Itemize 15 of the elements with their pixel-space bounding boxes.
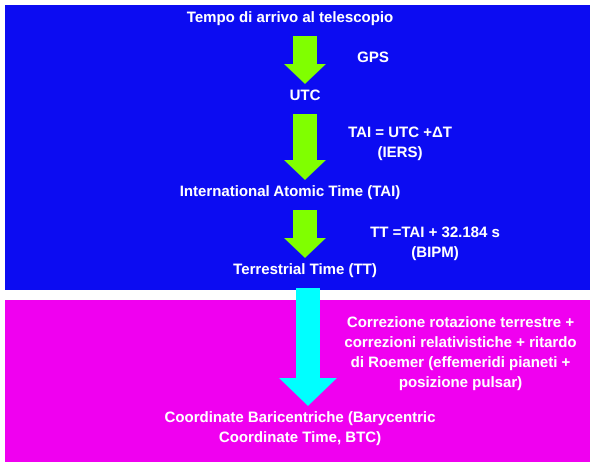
time-label: Terrestrial Time (TT) [200,260,410,282]
edge-label: TT =TAI + 32.184 s (BIPM) [369,223,501,263]
band-panel [5,5,590,290]
block-arrow [279,288,337,406]
block-arrow [284,210,326,258]
time-label: International Atomic Time (TAI) [150,182,430,204]
block-arrow [284,36,326,84]
edge-label: GPS [356,48,390,68]
block-arrow [284,114,326,180]
time-label: Coordinate Baricentriche (Barycentric Coordinate Time, BTC) [150,408,450,452]
time-label: Tempo di arrivo al telescopio [160,8,420,30]
time-label: UTC [275,86,335,108]
band-panel [5,300,590,462]
edge-label: TAI = UTC +ΔT (IERS) [347,123,453,163]
edge-label: Correzione rotazione terrestre + correzioni relativistiche + ritardo di Roemer (effemeridi pianeti + posizione pulsar) [343,313,578,393]
